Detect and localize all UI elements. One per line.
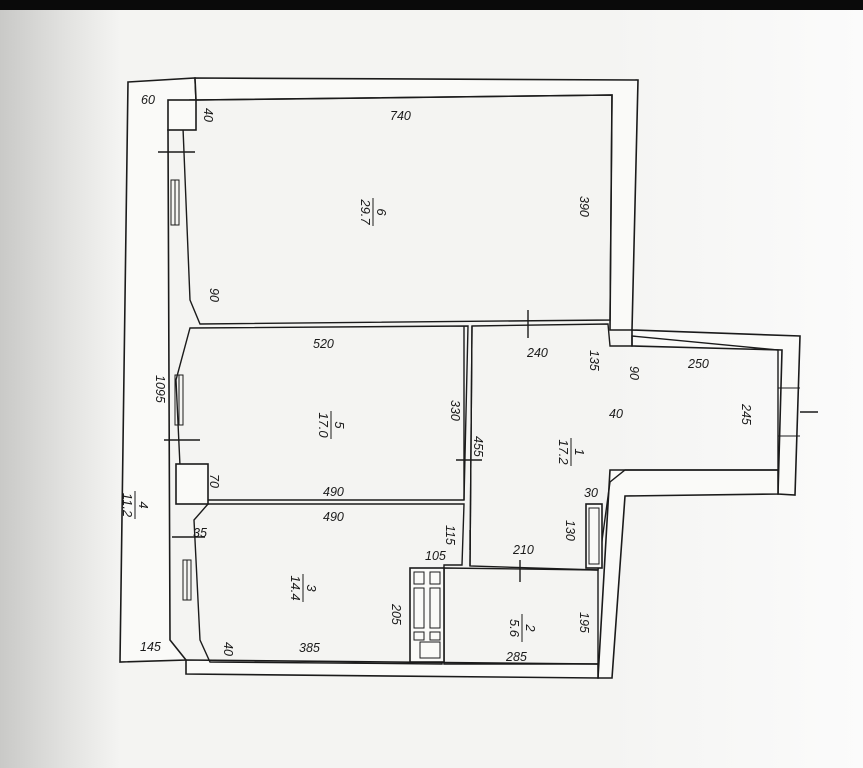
outer-walls bbox=[119, 77, 801, 679]
dim-390: 390 bbox=[577, 196, 591, 217]
dim-145: 145 bbox=[140, 640, 161, 654]
dim-40-bottom: 40 bbox=[221, 642, 235, 656]
dim-250: 250 bbox=[687, 357, 709, 371]
bathroom-fixtures bbox=[409, 503, 603, 663]
wall-top bbox=[194, 77, 639, 331]
column-top bbox=[167, 99, 197, 131]
dim-30: 30 bbox=[584, 486, 598, 500]
svg-text:17.0: 17.0 bbox=[316, 412, 331, 438]
dim-70: 70 bbox=[207, 474, 221, 488]
dim-520: 520 bbox=[313, 337, 334, 351]
room-5-label: 5 17.0 bbox=[316, 411, 347, 439]
dim-490-upper: 490 bbox=[323, 485, 344, 499]
svg-text:1: 1 bbox=[572, 448, 587, 455]
scan-highlight-right bbox=[603, 10, 863, 768]
room-1-label: 1 17.2 bbox=[556, 438, 587, 466]
room-1-outline bbox=[469, 323, 779, 571]
room-2-label: 2 5.6 bbox=[507, 614, 538, 642]
top-dark-bar bbox=[0, 0, 863, 10]
svg-text:29.7: 29.7 bbox=[358, 198, 373, 225]
svg-text:6: 6 bbox=[374, 208, 389, 216]
dim-60: 60 bbox=[141, 93, 155, 107]
svg-text:5.6: 5.6 bbox=[507, 619, 522, 638]
windows-left bbox=[158, 151, 205, 601]
svg-text:5: 5 bbox=[332, 421, 347, 429]
dim-455: 455 bbox=[471, 436, 485, 457]
dim-90-right: 90 bbox=[627, 366, 641, 380]
dim-285: 285 bbox=[505, 650, 527, 664]
dim-40-top: 40 bbox=[201, 108, 215, 122]
room-6-label: 6 29.7 bbox=[358, 198, 389, 226]
dim-35: 35 bbox=[193, 526, 207, 540]
svg-text:4: 4 bbox=[136, 501, 151, 508]
dim-1095: 1095 bbox=[153, 375, 167, 403]
dim-740: 740 bbox=[390, 109, 411, 123]
svg-text:17.2: 17.2 bbox=[556, 439, 571, 465]
room-6-outline bbox=[182, 94, 613, 325]
dim-210: 210 bbox=[512, 543, 534, 557]
dim-105: 105 bbox=[425, 549, 446, 563]
scan-shadow-left bbox=[0, 10, 120, 768]
door-marks bbox=[456, 310, 818, 582]
dim-135: 135 bbox=[587, 350, 601, 371]
wall-1-left bbox=[469, 325, 473, 567]
dim-40-mid: 40 bbox=[609, 407, 623, 421]
dim-245: 245 bbox=[739, 403, 753, 425]
dim-490-lower: 490 bbox=[323, 510, 344, 524]
dim-240: 240 bbox=[526, 346, 548, 360]
column bbox=[175, 463, 209, 505]
room-3-label: 3 14.4 bbox=[288, 574, 319, 602]
dim-385: 385 bbox=[299, 641, 320, 655]
svg-text:14.4: 14.4 bbox=[288, 575, 303, 600]
wall-right-lower bbox=[597, 469, 779, 679]
dim-195: 195 bbox=[577, 612, 591, 633]
dim-115: 115 bbox=[443, 525, 457, 545]
dim-90-left: 90 bbox=[207, 288, 221, 302]
room-3-outline bbox=[193, 503, 465, 665]
dim-130: 130 bbox=[563, 520, 577, 541]
room-4-label: 4 11.2 bbox=[120, 491, 151, 519]
dim-330: 330 bbox=[448, 400, 462, 421]
svg-text:3: 3 bbox=[304, 584, 319, 592]
dim-205: 205 bbox=[389, 603, 403, 625]
svg-text:2: 2 bbox=[523, 623, 538, 632]
svg-text:11.2: 11.2 bbox=[120, 493, 135, 518]
